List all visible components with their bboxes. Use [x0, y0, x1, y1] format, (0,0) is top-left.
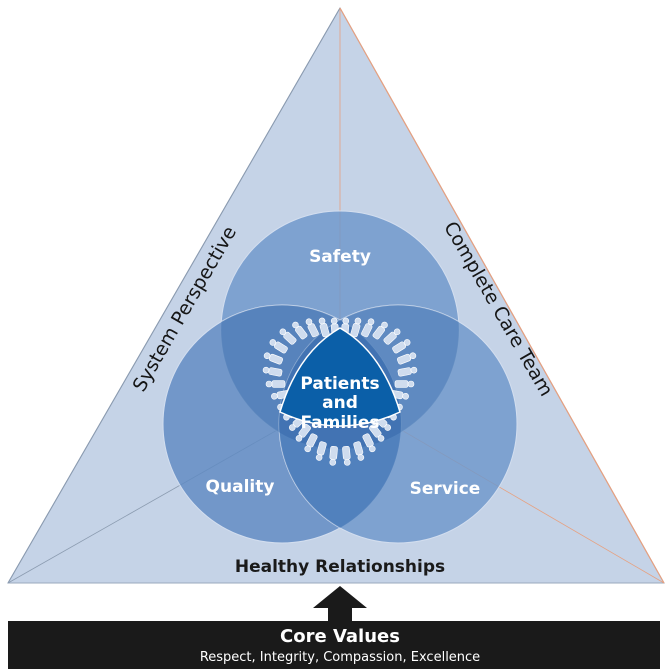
person-figure: [361, 318, 375, 338]
triangle-right-edge-accent: [339, 7, 665, 584]
safety-label: Safety: [309, 247, 371, 267]
quality-label: Quality: [206, 477, 275, 497]
person-figure: [350, 317, 362, 338]
person-figure: [315, 441, 327, 461]
person-figure: [279, 328, 297, 345]
core-values-title: Core Values: [280, 626, 400, 647]
center-label-line1: Patients: [300, 374, 379, 394]
patients-families-center: [279, 327, 401, 427]
person-figure: [269, 339, 288, 354]
person-figure: [292, 321, 308, 340]
person-figure: [392, 339, 411, 354]
person-figure: [396, 352, 417, 365]
core-values-bar: [8, 621, 660, 669]
person-figure: [397, 366, 418, 377]
person-figure: [362, 433, 376, 453]
center-label-line2: and: [322, 393, 358, 413]
center-label-line3: Families: [301, 413, 380, 433]
person-figure: [353, 441, 365, 461]
person-figure: [369, 424, 385, 442]
up-arrow-icon: [313, 586, 367, 622]
person-figure: [263, 352, 284, 365]
person-figure: [262, 366, 283, 377]
person-figure: [383, 328, 401, 345]
person-figure: [318, 317, 330, 338]
person-figure: [372, 321, 388, 340]
person-figure: [342, 445, 351, 466]
person-figure: [265, 380, 286, 388]
person-figure: [329, 445, 338, 466]
healthy-relationships-label: Healthy Relationships: [235, 557, 445, 577]
person-figure: [295, 424, 311, 442]
person-figure: [305, 318, 319, 338]
person-figure: [394, 380, 415, 388]
triangle-left-edge-accent: [7, 7, 341, 584]
service-label: Service: [410, 479, 481, 499]
person-figure: [304, 433, 318, 453]
core-values-subtitle: Respect, Integrity, Compassion, Excellen…: [200, 650, 480, 665]
